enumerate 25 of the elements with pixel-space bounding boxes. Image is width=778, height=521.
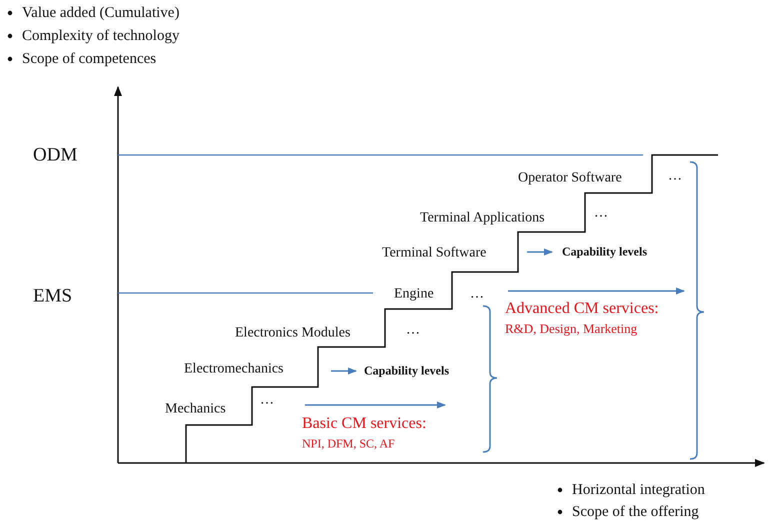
axis-title: Complexity of technology xyxy=(22,28,180,44)
ellipsis: … xyxy=(260,392,274,408)
ellipsis: … xyxy=(594,205,608,221)
axis-title: Scope of competences xyxy=(22,50,156,68)
ellipsis: … xyxy=(406,322,420,338)
step-label: Electromechanics xyxy=(184,361,284,377)
service-heading: Basic CM services: xyxy=(302,415,426,433)
step-label: Mechanics xyxy=(165,401,226,417)
step-label: Engine xyxy=(394,286,434,302)
ellipsis: … xyxy=(470,286,484,302)
service-list: R&D, Design, Marketing xyxy=(505,322,638,336)
axis-title: Horizontal integration xyxy=(572,482,705,498)
arrow-label: Capability levels xyxy=(364,364,450,378)
arrow-label: Capability levels xyxy=(562,245,648,259)
service-heading: Advanced CM services: xyxy=(505,300,659,318)
step-label: Operator Software xyxy=(518,170,622,186)
ellipsis: … xyxy=(668,168,682,184)
step-label: Electronics Modules xyxy=(235,325,350,341)
step-label: Terminal Software xyxy=(382,245,486,261)
level-label: EMS xyxy=(33,286,72,308)
step-label: Terminal Applications xyxy=(420,210,545,226)
service-list: NPI, DFM, SC, AF xyxy=(302,437,395,451)
axis-title: Value added (Cumulative) xyxy=(22,4,180,22)
level-label: ODM xyxy=(33,146,78,166)
axis-title: Scope of the offering xyxy=(572,504,699,520)
